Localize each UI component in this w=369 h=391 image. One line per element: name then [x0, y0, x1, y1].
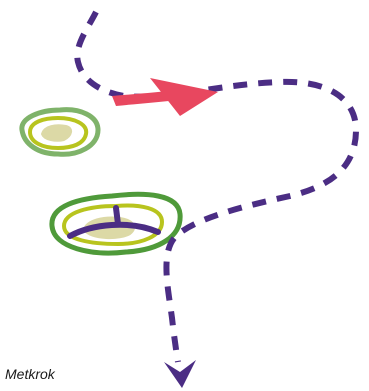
- red-arrowhead: [150, 78, 218, 116]
- red-arrow-shaft: [112, 90, 178, 106]
- small-hill-mid-contour: [27, 115, 89, 151]
- arrowhead-end-marker: [164, 360, 196, 388]
- ridge-crossing-line: [67, 221, 161, 239]
- ridge-crossing-tick: [113, 205, 121, 227]
- route-crossing-ridge: [67, 205, 161, 239]
- large-hill-mid-contour: [61, 203, 165, 247]
- small-hill-contours: [19, 107, 101, 157]
- red-direction-arrow: [112, 78, 218, 116]
- large-hill-outer-contour: [49, 191, 183, 256]
- map-caption: Metkrok: [5, 366, 55, 382]
- small-hill-inner-contour: [40, 124, 72, 142]
- dashed-route-line: [74, 10, 360, 363]
- small-hill-outer-contour: [19, 107, 101, 157]
